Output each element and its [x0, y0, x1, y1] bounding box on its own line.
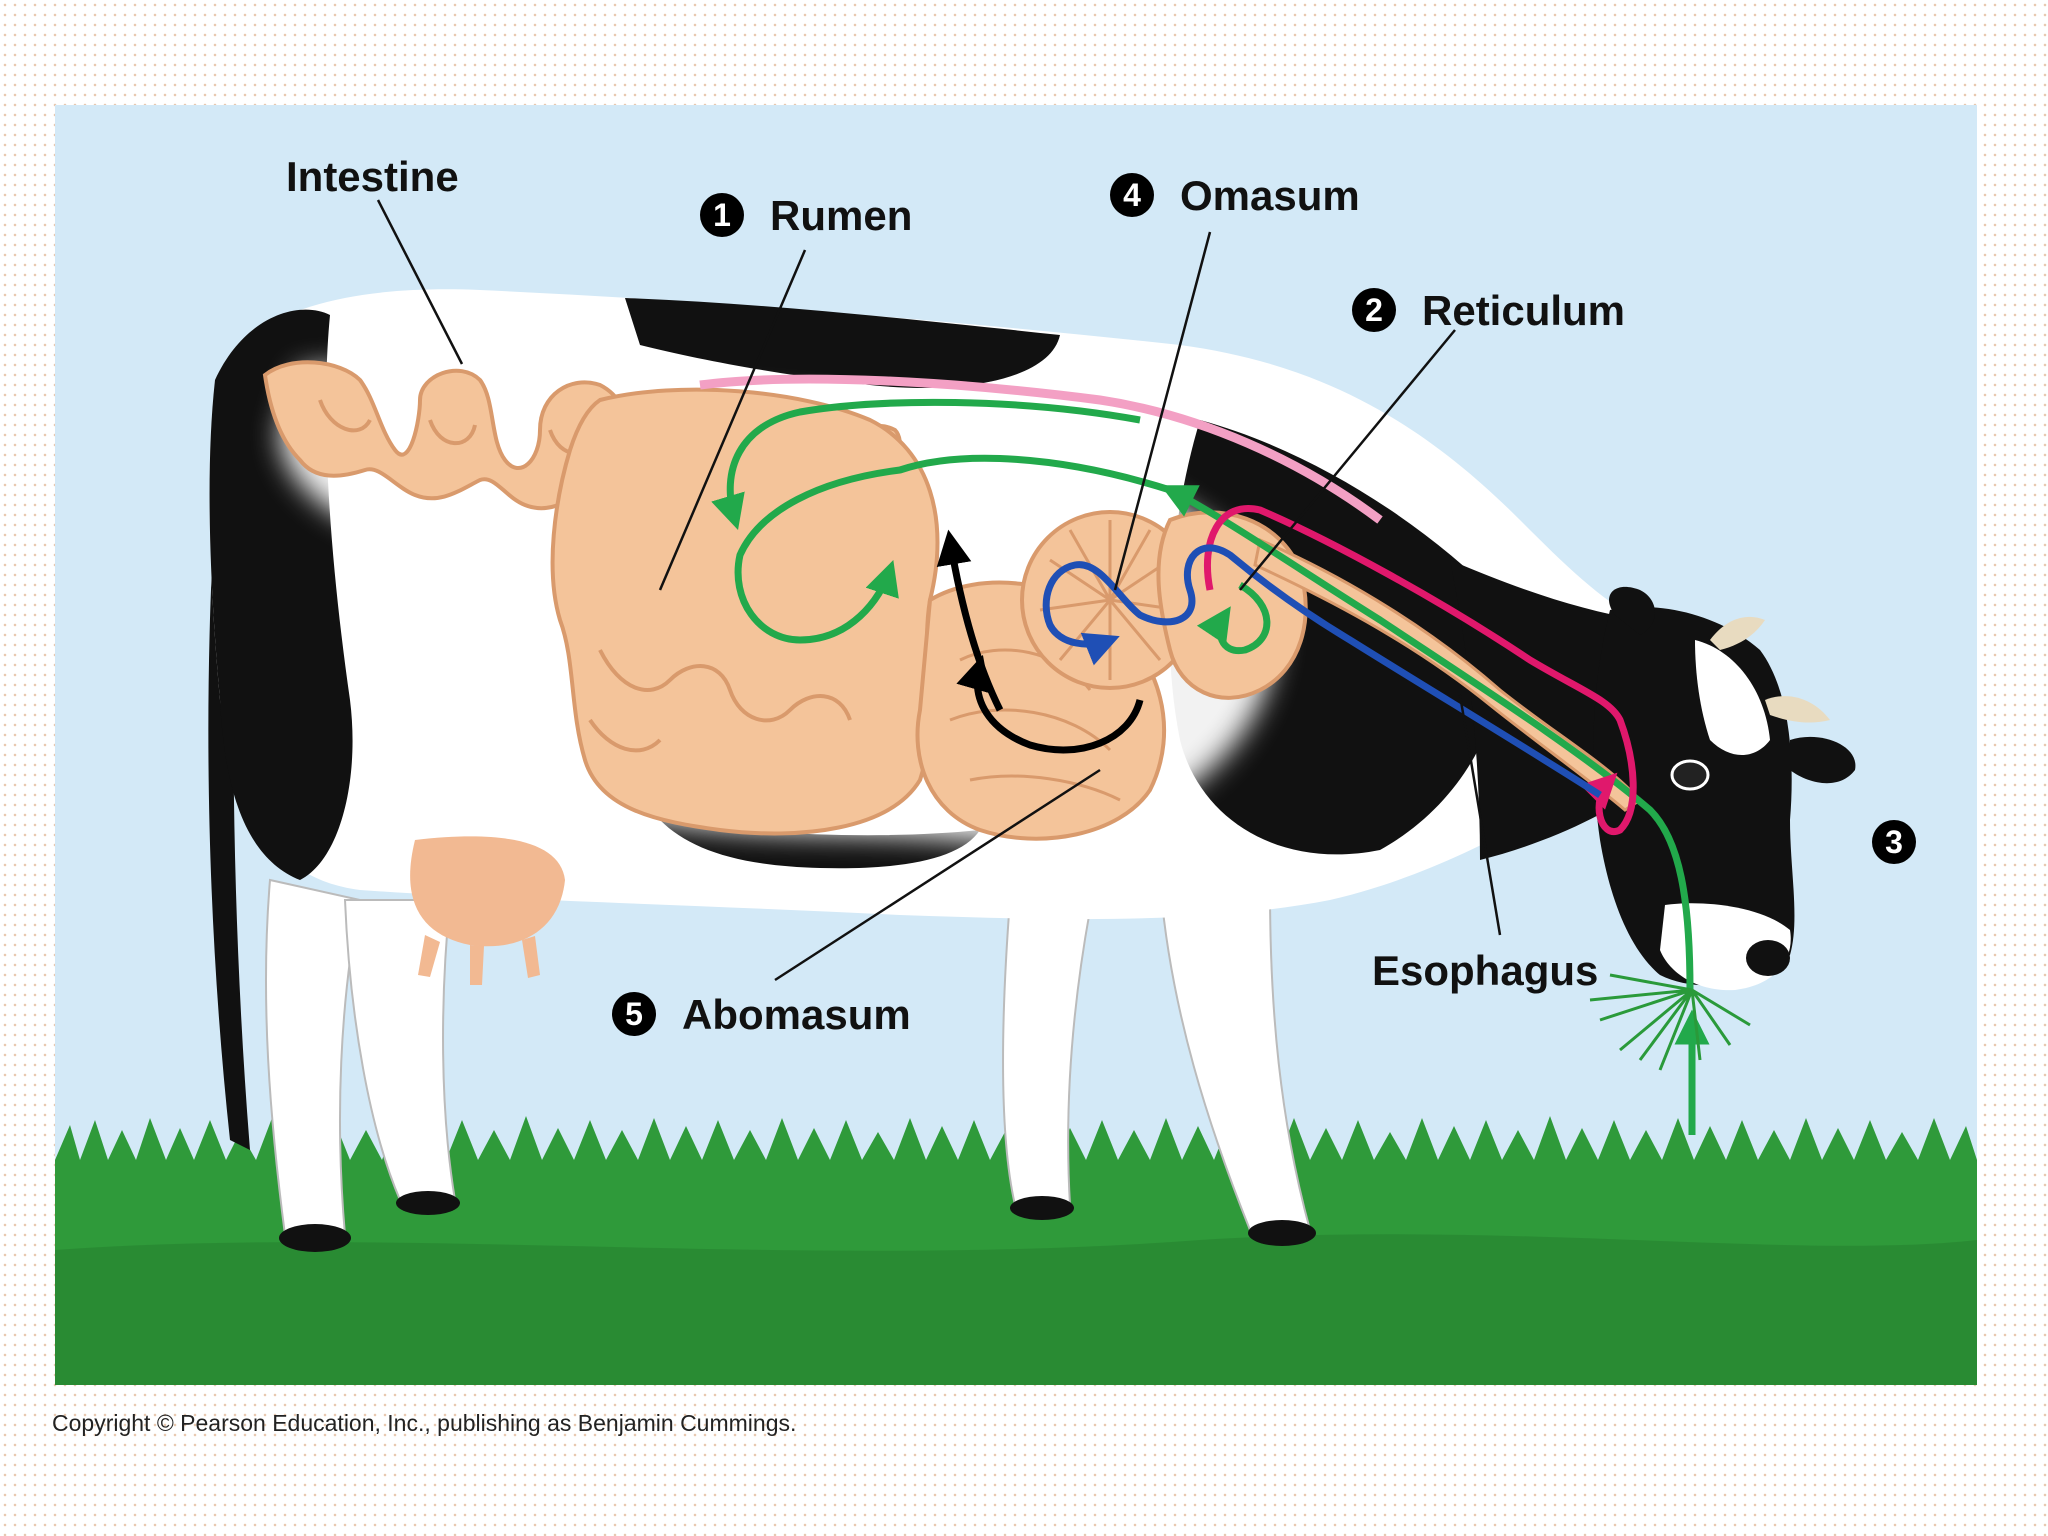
green-path-rumen-loop [734, 454, 1172, 644]
leader-lines [376, 199, 1502, 982]
black-patch-back [625, 298, 1060, 388]
esophagus [1253, 537, 1643, 812]
label-reticulum: 2 Reticulum [1352, 287, 1626, 336]
abomasum-label-text: Abomasum [682, 991, 911, 1038]
green-path-swallow [1160, 485, 1694, 991]
food-flow-arrows [711, 398, 1710, 1135]
label-regurgitation-step: 3 [1872, 819, 1916, 868]
digestive-tract [262, 360, 1643, 843]
grass-tuft [1589, 973, 1751, 1071]
black-path-abomasum [956, 654, 1144, 754]
green-path-back [711, 398, 1141, 531]
label-rumen: 1 Rumen [700, 192, 913, 241]
label-omasum: 4 Omasum [1110, 172, 1360, 221]
omasum-number-badge: 4 [1110, 172, 1154, 217]
pink-path-regurgitation [1203, 505, 1637, 835]
reticulum-label-text: Reticulum [1422, 287, 1626, 334]
udder [410, 836, 565, 947]
blue-path-reswallow [1042, 544, 1602, 798]
rumen [550, 387, 940, 836]
reticulum-number-badge: 2 [1352, 287, 1396, 332]
cow-horn-left [1710, 616, 1765, 650]
abomasum-number-badge: 5 [612, 991, 656, 1036]
rumen-number-badge: 1 [700, 192, 744, 237]
label-intestine: Intestine [286, 153, 459, 200]
cow-ear-right [1790, 736, 1856, 784]
cow-horn-right [1765, 696, 1830, 723]
cow-eye [1670, 759, 1710, 791]
label-abomasum: 5 Abomasum [612, 991, 911, 1040]
black-path-intestine [936, 529, 1004, 712]
green-path-reticulum [1196, 581, 1271, 655]
cow-ear-left [1609, 586, 1655, 635]
label-esophagus: Esophagus [1372, 947, 1599, 994]
copyright-notice: Copyright © Pearson Education, Inc., pub… [52, 1410, 797, 1436]
omasum-label-text: Omasum [1180, 172, 1360, 219]
regurgitation-number-badge: 3 [1872, 819, 1916, 864]
rumen-label-text: Rumen [770, 192, 913, 239]
